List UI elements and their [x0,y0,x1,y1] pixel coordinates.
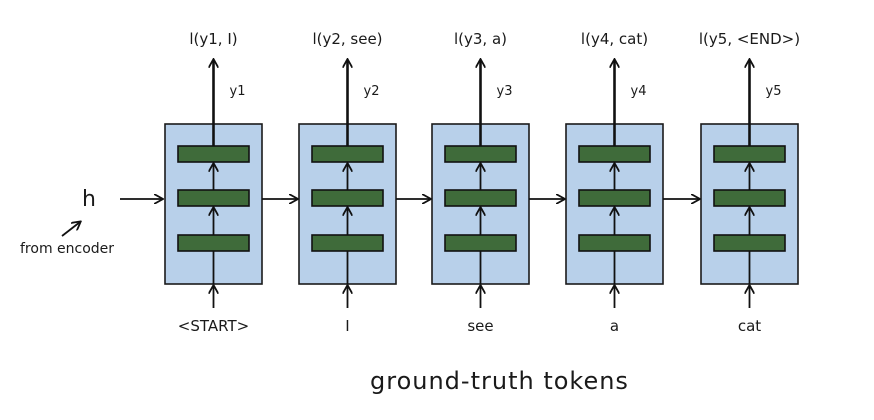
input-token: a [610,317,619,335]
hidden-layer-2 [578,189,651,207]
hidden-layer-3 [713,234,786,252]
loss-label: l(y5, <END>) [699,30,800,48]
output-label: y5 [766,84,782,99]
decoder-cell-5: cat y5 l(y5, <END>) [699,30,800,335]
decoder-cell-1: <START> y1 l(y1, I) [164,30,297,335]
hidden-state-label: h [82,187,96,212]
hidden-layer-3 [311,234,384,252]
decoder-cell-2: Iy2 l(y2, see) [298,30,430,335]
hidden-layer-3 [444,234,517,252]
output-label: y3 [497,84,513,99]
hidden-layer-2 [444,189,517,207]
loss-label: l(y1, I) [189,30,237,48]
decoder-cell-3: see y3 l(y3, a) [431,30,564,335]
loss-label: l(y2, see) [312,30,382,48]
input-token: <START> [178,317,249,335]
decoder-cell-4: a y4 l(y4, cat) [565,30,699,335]
hidden-layer-2 [713,189,786,207]
input-token: I [345,317,349,335]
output-label: y1 [230,84,246,99]
hidden-layer-1 [578,145,651,163]
hidden-layer-1 [311,145,384,163]
hidden-layer-1 [177,145,250,163]
loss-label: l(y3, a) [454,30,507,48]
input-token: cat [738,317,761,335]
hidden-layer-1 [713,145,786,163]
output-label: y2 [364,84,380,99]
input-token: see [467,317,493,335]
encoder-pointer-arrow [61,222,80,237]
decoder-cells: <START> y1 l(y1, I) Iy2 l(y2, see) see y3 l(y3,… [164,30,800,335]
from-encoder-label: from encoder [20,241,114,257]
ground-truth-tokens-label: ground-truth tokens [370,367,629,395]
hidden-layer-2 [177,189,250,207]
output-label: y4 [631,84,647,99]
hidden-layer-3 [578,234,651,252]
hidden-layer-3 [177,234,250,252]
loss-label: l(y4, cat) [581,30,648,48]
hidden-layer-1 [444,145,517,163]
hidden-layer-2 [311,189,384,207]
